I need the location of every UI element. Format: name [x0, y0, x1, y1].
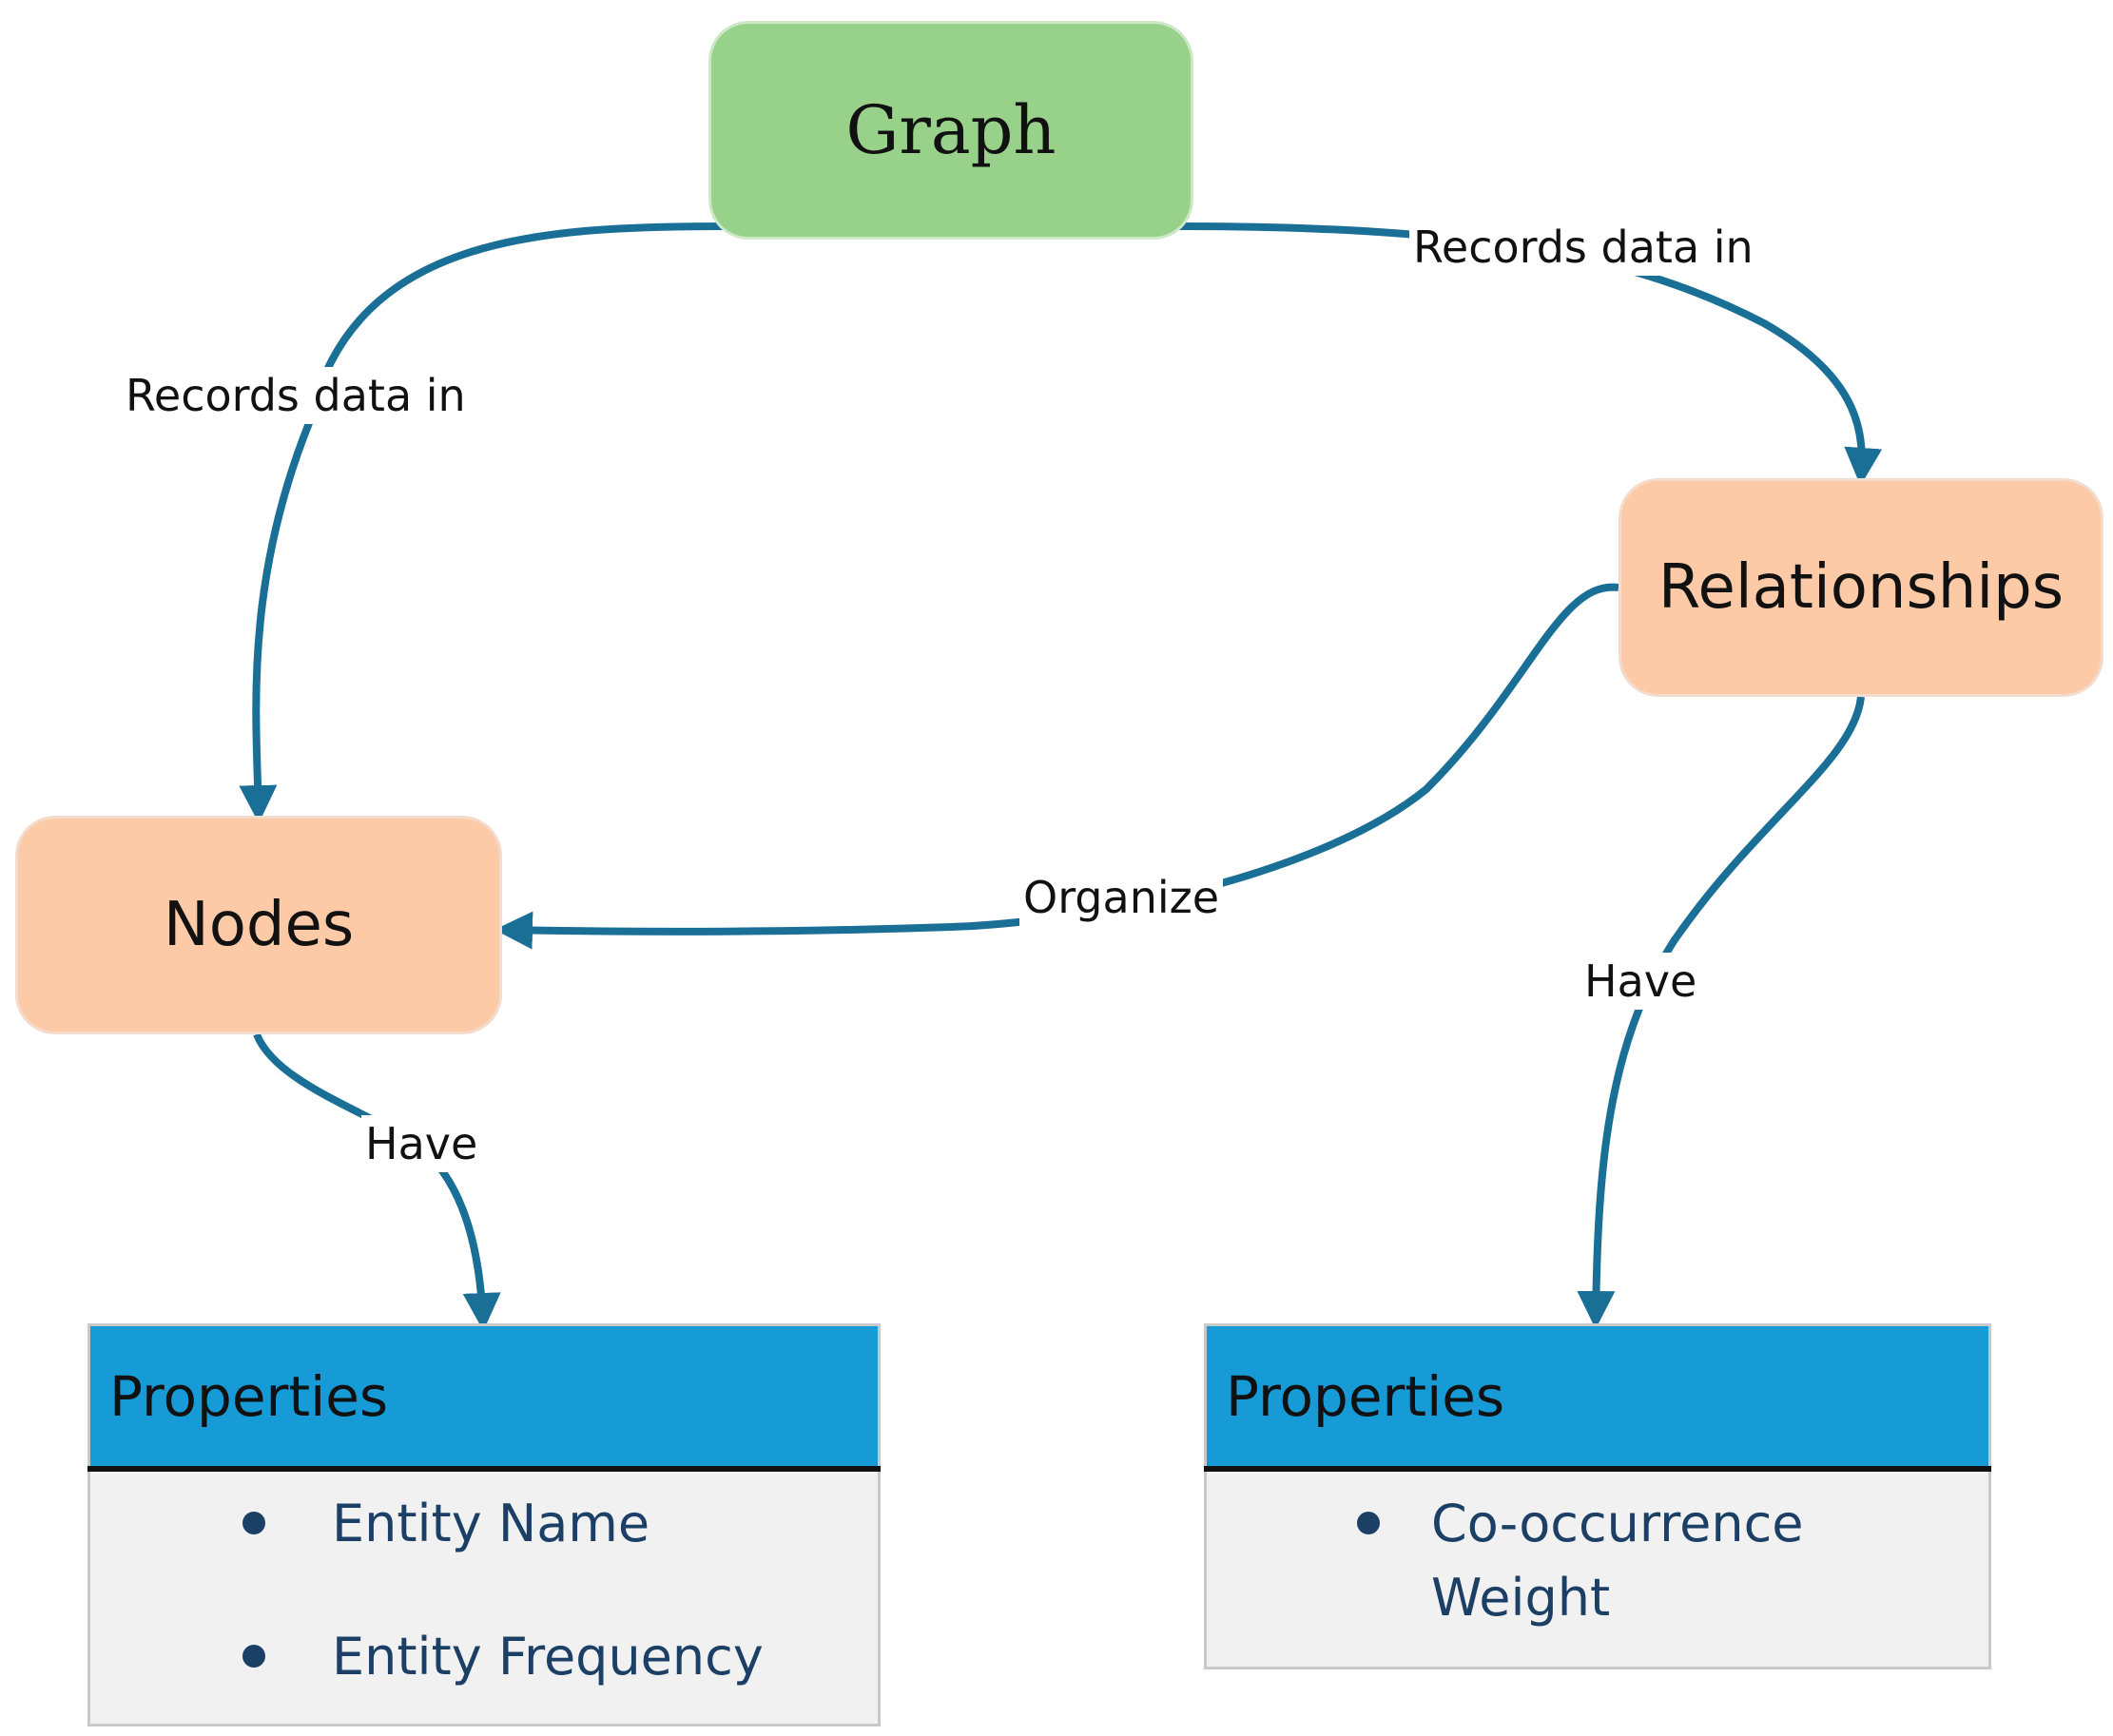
- properties-body: Co-occurrence Weight: [1204, 1472, 1991, 1669]
- bullet-icon: [242, 1512, 265, 1534]
- properties-divider: [1204, 1466, 1991, 1472]
- properties-card-nodes: Properties Entity Name Entity Frequency: [87, 1323, 881, 1726]
- properties-body: Entity Name Entity Frequency: [87, 1472, 881, 1726]
- graph-node: Graph: [708, 21, 1193, 240]
- edge-label-nodes-have: Have: [361, 1115, 482, 1172]
- properties-header: Properties: [87, 1323, 881, 1466]
- nodes-node: Nodes: [15, 816, 502, 1034]
- property-entity-name: Entity Name: [332, 1494, 650, 1553]
- relationships-node: Relationships: [1619, 478, 2103, 697]
- edge-graph-to-relationships: [1176, 222, 1883, 486]
- properties-card-relationships: Properties Co-occurrence Weight: [1204, 1323, 1991, 1669]
- bullet-icon: [242, 1645, 265, 1668]
- edge-label-organize: Organize: [1019, 869, 1224, 926]
- edge-relationships-to-properties: [1577, 696, 1865, 1329]
- bullet-icon: [1357, 1512, 1380, 1534]
- property-co-occurrence: Co-occurrence: [1431, 1494, 1804, 1553]
- properties-divider: [87, 1466, 881, 1472]
- edge-nodes-to-properties: [253, 1032, 501, 1331]
- edge-label-graph-to-relationships: Records data in: [1409, 219, 1757, 276]
- edge-graph-to-nodes: [239, 222, 728, 823]
- edge-label-graph-to-nodes: Records data in: [122, 367, 470, 424]
- relationships-node-label: Relationships: [1657, 552, 2065, 623]
- property-entity-frequency: Entity Frequency: [332, 1627, 764, 1687]
- property-weight: Weight: [1431, 1568, 1611, 1628]
- nodes-node-label: Nodes: [163, 890, 355, 960]
- edge-label-relationships-have: Have: [1580, 953, 1701, 1010]
- properties-header: Properties: [1204, 1323, 1991, 1466]
- graph-node-label: Graph: [845, 91, 1056, 169]
